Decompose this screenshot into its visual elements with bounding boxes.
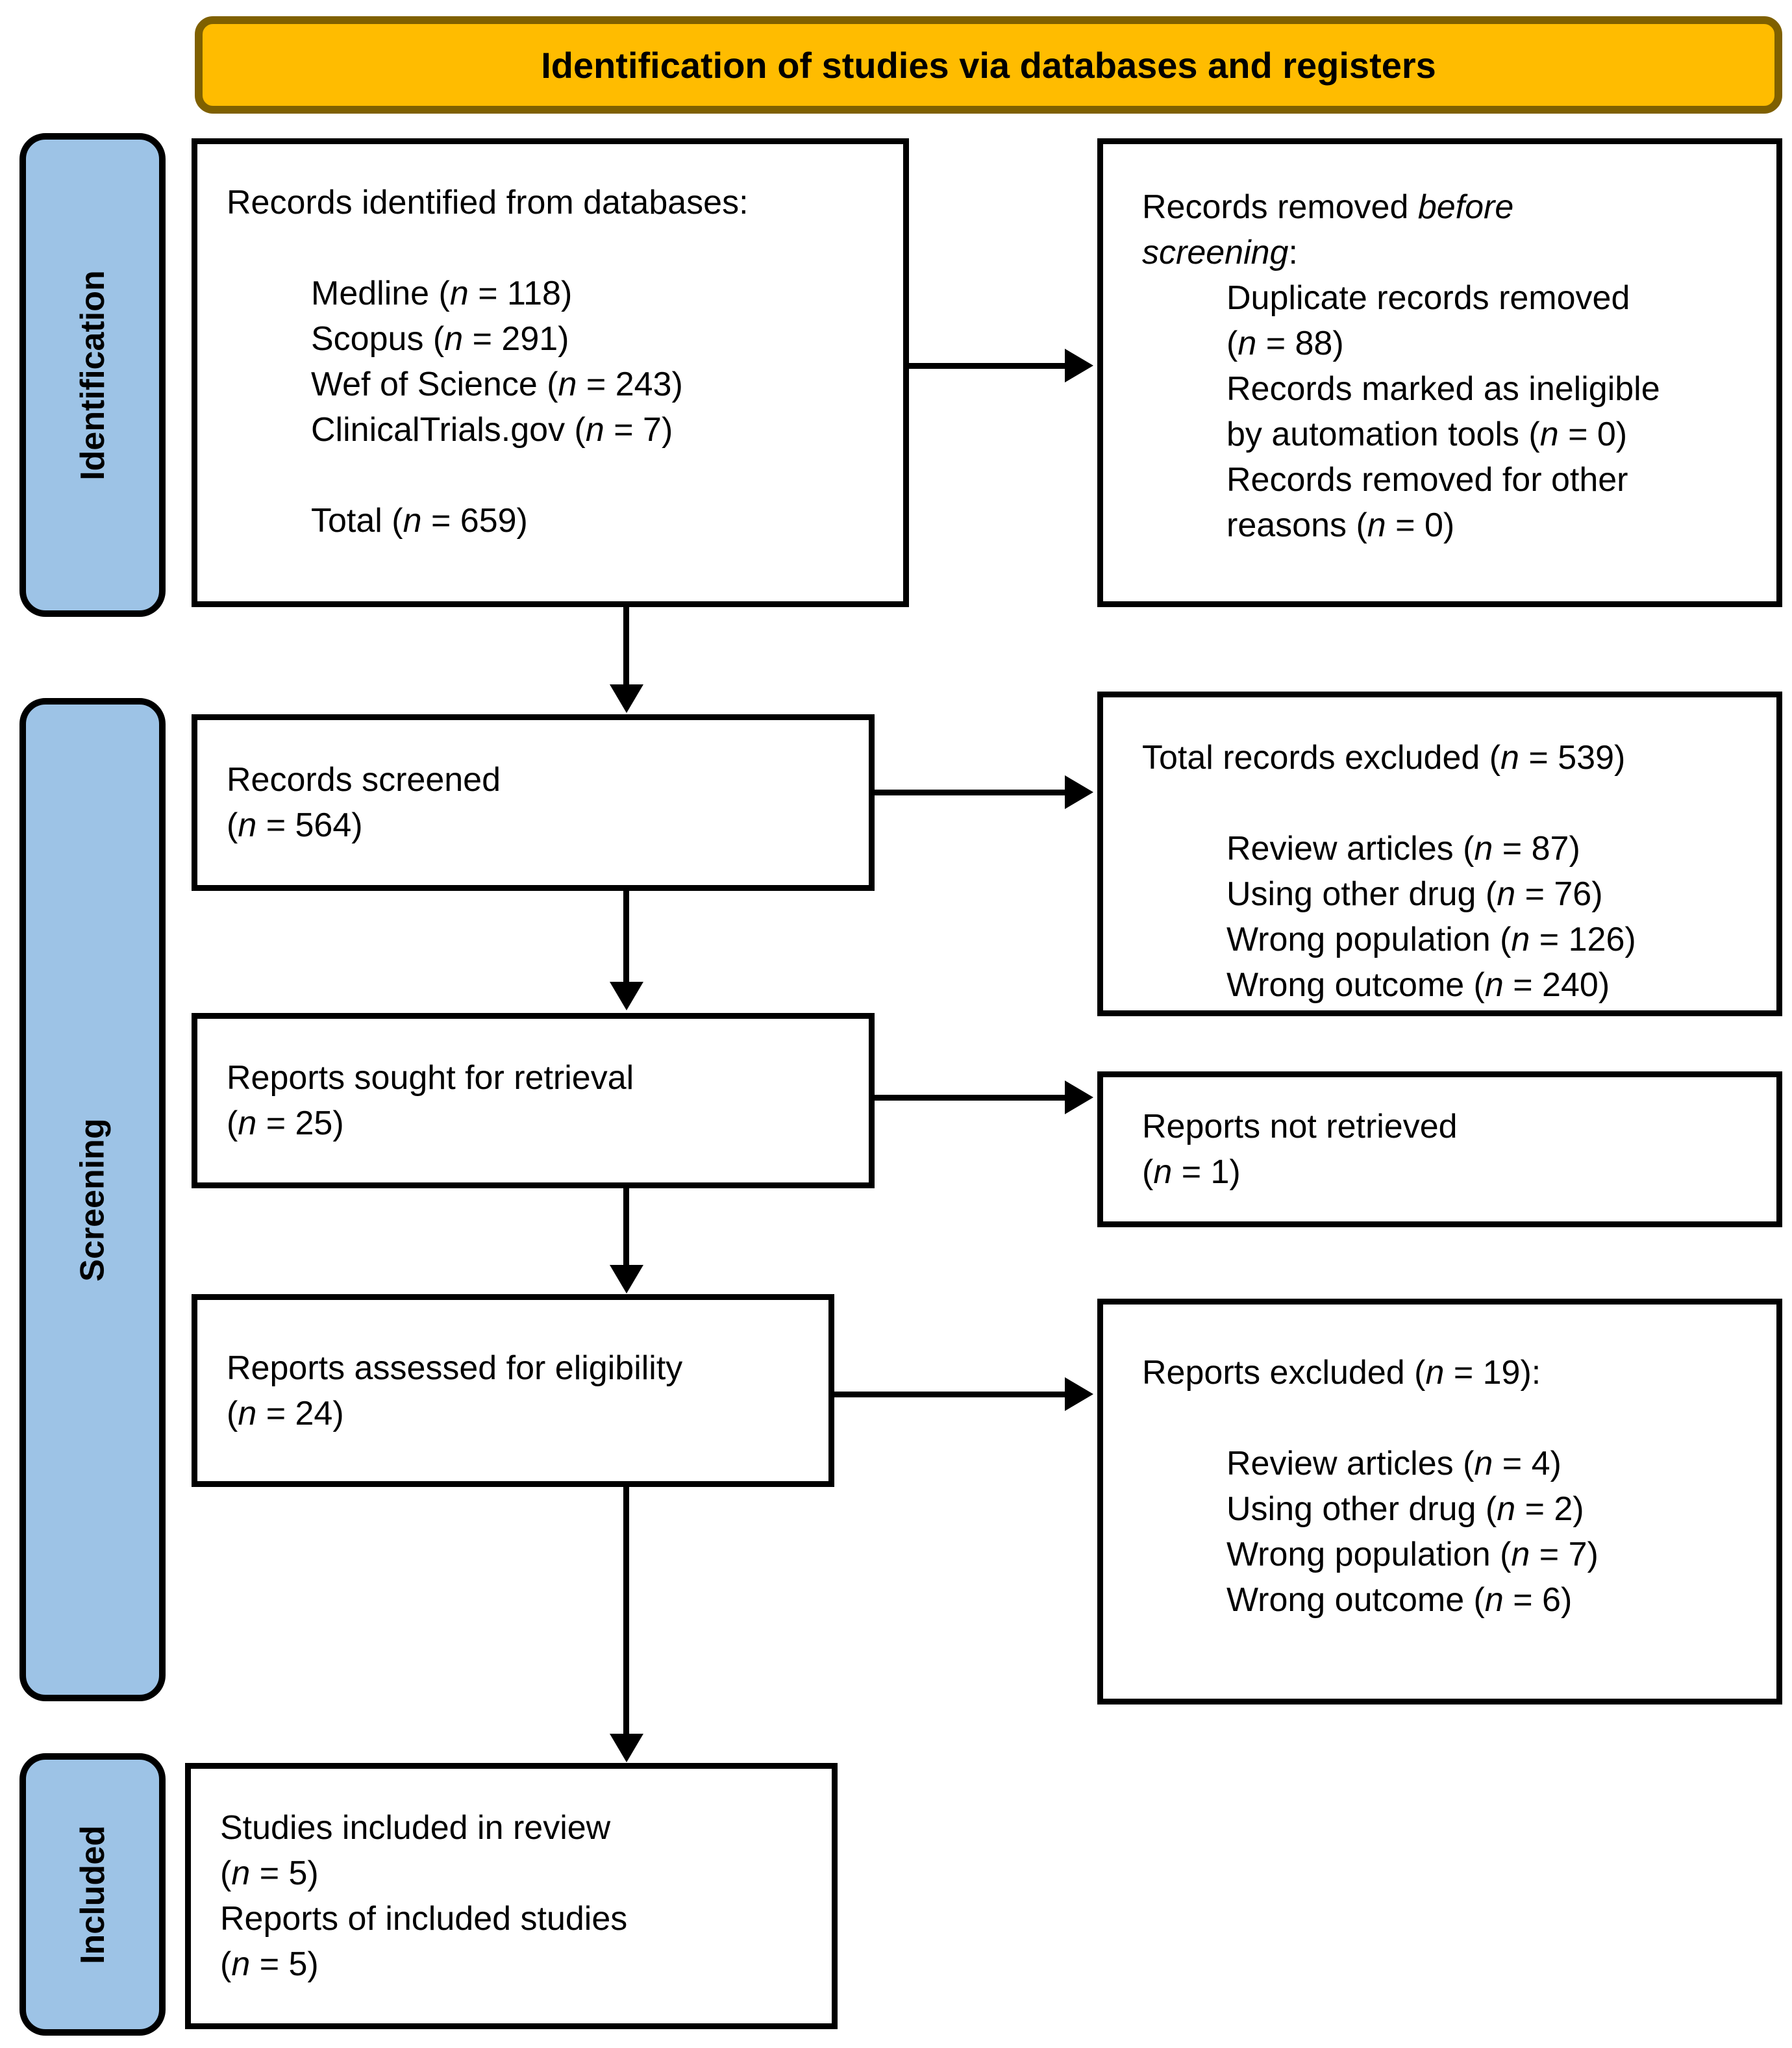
text-line: Reports of included studies: [220, 1900, 628, 1938]
text-line: Studies included in review: [220, 1809, 611, 1847]
text-line: Records removed before: [1142, 188, 1514, 226]
text-line: [227, 453, 887, 498]
box-records-identified-text: Records identified from databases: Medli…: [197, 144, 903, 543]
arrow-right-head-icon: [1065, 1377, 1093, 1411]
stage-screening: Screening: [19, 698, 166, 1701]
text-line: [1142, 780, 1760, 826]
text-line: Wrong population (n = 7): [1226, 1536, 1599, 1573]
box-total-records-excluded: Total records excluded (n = 539) Review …: [1097, 692, 1782, 1016]
box-total-records-excluded-text: Total records excluded (n = 539) Review …: [1103, 697, 1776, 1008]
text-line: Wrong outcome (n = 6): [1226, 1581, 1573, 1619]
box-reports-assessed-text: Reports assessed for eligibility (n = 24): [197, 1345, 828, 1436]
arrow-down-head-icon: [610, 1265, 643, 1293]
text-line: Duplicate records removed: [1226, 279, 1630, 317]
arrow-right-head-icon: [1065, 349, 1093, 382]
text-line: Total (n = 659): [311, 502, 528, 540]
box-reports-excluded: Reports excluded (n = 19): Review articl…: [1097, 1299, 1782, 1705]
arrow-stem: [834, 1392, 1066, 1397]
text-line: Wrong population (n = 126): [1226, 921, 1636, 958]
box-studies-included-text: Studies included in review (n = 5) Reports…: [191, 1805, 832, 1987]
text-line: Using other drug (n = 2): [1226, 1490, 1584, 1528]
text-line: (n = 24): [227, 1394, 344, 1432]
text-line: Review articles (n = 4): [1226, 1445, 1562, 1482]
box-reports-not-retrieved: Reports not retrieved (n = 1): [1097, 1071, 1782, 1227]
arrow-stem: [623, 1188, 629, 1266]
text-line: Reports sought for retrieval: [227, 1059, 634, 1097]
text-line: Reports not retrieved: [1142, 1108, 1458, 1145]
arrow-right-head-icon: [1065, 1080, 1093, 1114]
text-line: Review articles (n = 87): [1226, 830, 1580, 868]
arrow-stem: [623, 1487, 629, 1735]
text-line: by automation tools (n = 0): [1226, 416, 1628, 453]
arrow-right-head-icon: [1065, 775, 1093, 809]
text-line: Wef of Science (n = 243): [311, 366, 683, 403]
box-reports-not-retrieved-text: Reports not retrieved (n = 1): [1103, 1104, 1776, 1195]
text-line: Records marked as ineligible: [1226, 370, 1660, 408]
text-line: Wrong outcome (n = 240): [1226, 966, 1610, 1004]
box-records-removed-text: Records removed before screening: Duplicat…: [1103, 144, 1776, 548]
text-line: (n = 564): [227, 806, 363, 844]
text-line: Using other drug (n = 76): [1226, 875, 1603, 913]
arrow-stem: [909, 363, 1066, 369]
text-line: (n = 5): [220, 1945, 319, 1983]
text-line: (n = 25): [227, 1105, 344, 1142]
text-line: screening:: [1142, 234, 1298, 271]
box-records-screened: Records screened (n = 564): [192, 714, 875, 891]
stage-identification-label: Identification: [73, 269, 112, 481]
arrow-down-head-icon: [610, 982, 643, 1010]
arrow-stem: [875, 790, 1066, 795]
arrow-down-head-icon: [610, 1734, 643, 1762]
text-line: Reports excluded (n = 19):: [1142, 1354, 1541, 1392]
arrow-stem: [875, 1095, 1066, 1101]
box-reports-assessed: Reports assessed for eligibility (n = 24): [192, 1294, 834, 1487]
text-line: ClinicalTrials.gov (n = 7): [311, 411, 673, 449]
text-line: Records screened: [227, 761, 501, 799]
text-line: Records removed for other: [1226, 461, 1628, 499]
arrow-stem: [623, 607, 629, 686]
stage-identification: Identification: [19, 133, 166, 617]
title-banner: Identification of studies via databases …: [195, 16, 1782, 114]
box-records-identified: Records identified from databases: Medli…: [192, 138, 909, 607]
text-line: Scopus (n = 291): [311, 320, 569, 358]
arrow-down-head-icon: [610, 684, 643, 713]
box-reports-sought-text: Reports sought for retrieval (n = 25): [197, 1055, 869, 1146]
box-studies-included: Studies included in review (n = 5) Reports…: [185, 1763, 838, 2029]
text-line: Reports assessed for eligibility: [227, 1349, 683, 1387]
title-banner-label: Identification of studies via databases …: [541, 44, 1436, 86]
text-line: (n = 88): [1226, 325, 1344, 362]
text-line: (n = 5): [220, 1854, 319, 1892]
stage-included: Included: [19, 1753, 166, 2036]
box-records-removed-before-screening: Records removed before screening: Duplicat…: [1097, 138, 1782, 607]
stage-screening-label: Screening: [73, 1118, 112, 1282]
text-line: [1142, 1395, 1760, 1441]
box-reports-excluded-text: Reports excluded (n = 19): Review articl…: [1103, 1305, 1776, 1623]
text-line: reasons (n = 0): [1226, 506, 1455, 544]
text-line: [227, 225, 887, 271]
stage-included-label: Included: [73, 1825, 112, 1964]
text-line: Total records excluded (n = 539): [1142, 739, 1626, 777]
box-records-screened-text: Records screened (n = 564): [197, 757, 869, 848]
text-line: Medline (n = 118): [311, 275, 573, 312]
text-line: (n = 1): [1142, 1153, 1241, 1191]
box-reports-sought: Reports sought for retrieval (n = 25): [192, 1013, 875, 1188]
arrow-stem: [623, 891, 629, 983]
text-line: Records identified from databases:: [227, 184, 749, 221]
